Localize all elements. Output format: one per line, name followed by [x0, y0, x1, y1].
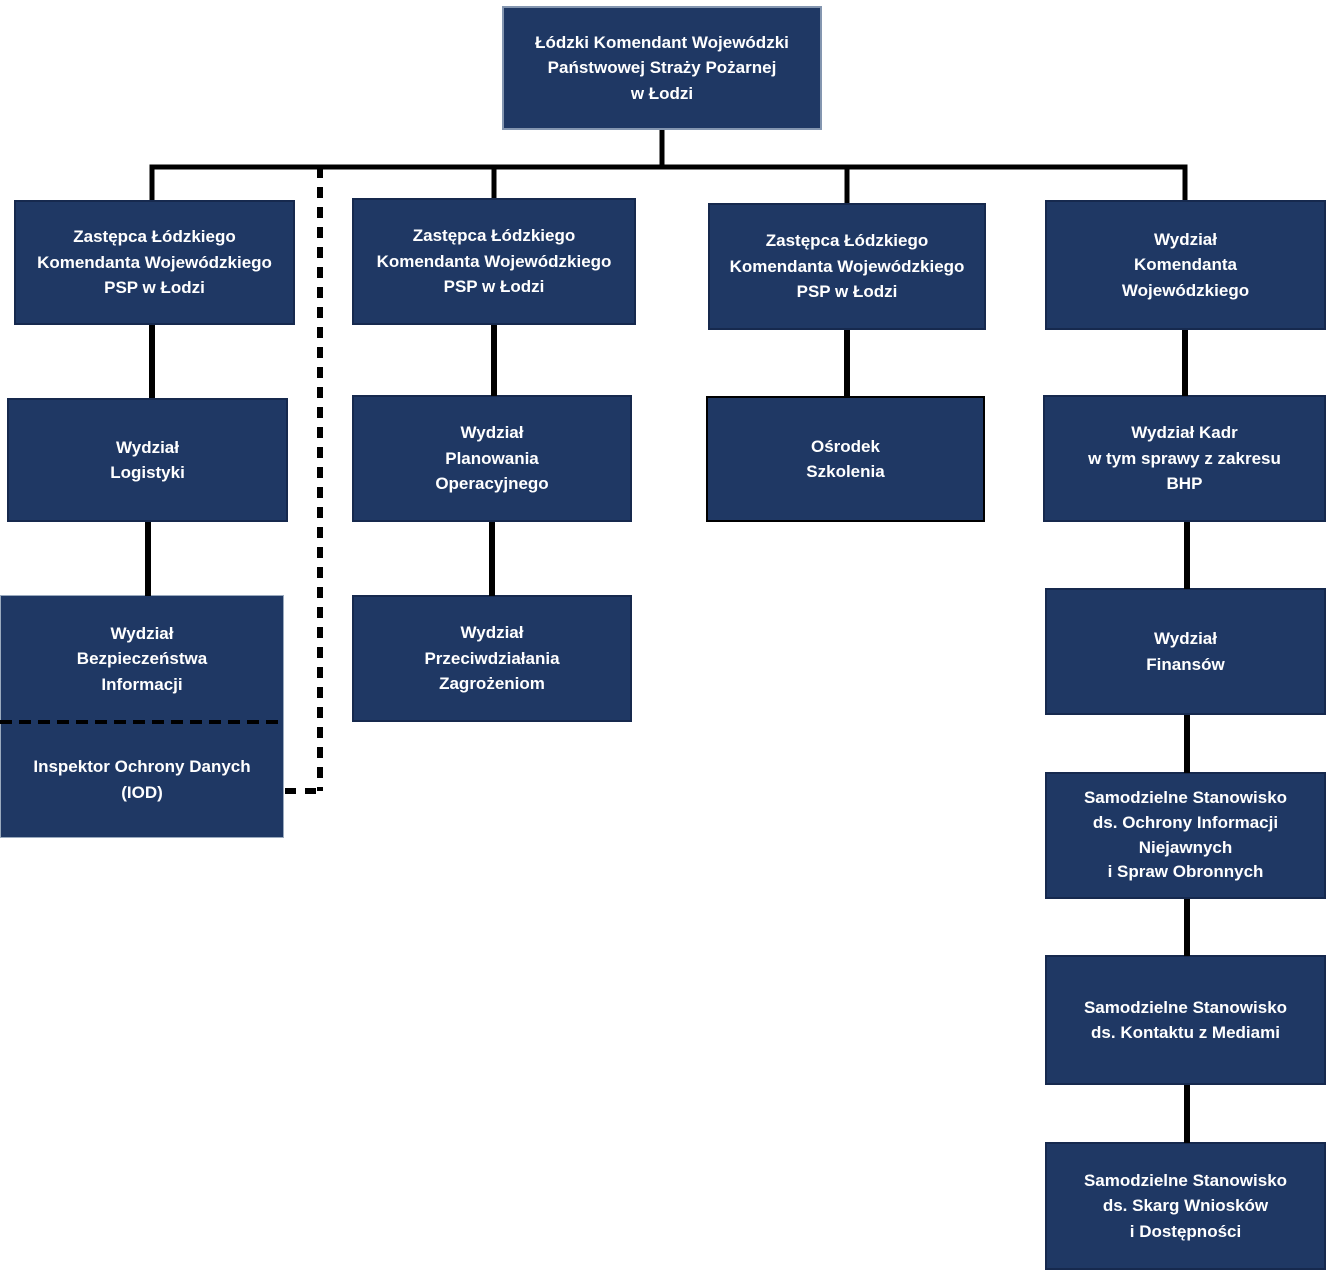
org-node-finance: Wydział Finansów: [1045, 588, 1326, 715]
org-node-infosec-label: Wydział Bezpieczeństwa Informacji: [76, 623, 208, 694]
org-node-classified: Samodzielne Stanowisko ds. Ochrony Infor…: [1045, 772, 1326, 899]
org-node-hr-label: Wydział Kadr w tym sprawy z zakresu BHP: [1088, 423, 1281, 494]
org-node-wkw-label: Wydział Komendanta Wojewódzkiego: [1121, 229, 1250, 300]
org-node-logistics-label: Wydział Logistyki: [110, 437, 185, 483]
org-node-logistics: Wydział Logistyki: [7, 398, 288, 522]
org-node-finance-label: Wydział Finansów: [1146, 629, 1225, 674]
org-node-op-planning: Wydział Planowania Operacyjnego: [352, 395, 632, 522]
org-node-complaints-label: Samodzielne Stanowisko ds. Skarg Wnioskó…: [1083, 1170, 1288, 1241]
org-node-root: Łódzki Komendant Wojewódzki Państwowej S…: [502, 6, 822, 130]
org-node-deputy2-label: Zastępca Łódzkiego Komendanta Wojewódzki…: [376, 226, 612, 297]
org-node-counteraction: Wydział Przeciwdziałania Zagrożeniom: [352, 595, 632, 722]
org-node-wkw: Wydział Komendanta Wojewódzkiego: [1045, 200, 1326, 330]
org-node-iod: Inspektor Ochrony Danych (IOD): [0, 722, 284, 838]
org-node-deputy3: Zastępca Łódzkiego Komendanta Wojewódzki…: [708, 203, 986, 330]
org-node-media-label: Samodzielne Stanowisko ds. Kontaktu z Me…: [1083, 997, 1288, 1043]
org-node-deputy3-label: Zastępca Łódzkiego Komendanta Wojewódzki…: [729, 231, 965, 302]
org-node-classified-label: Samodzielne Stanowisko ds. Ochrony Infor…: [1083, 788, 1288, 882]
org-node-iod-label: Inspektor Ochrony Danych (IOD): [33, 757, 251, 802]
org-node-infosec: Wydział Bezpieczeństwa Informacji: [0, 595, 284, 722]
org-node-training: Ośrodek Szkolenia: [706, 396, 985, 522]
org-node-media: Samodzielne Stanowisko ds. Kontaktu z Me…: [1045, 955, 1326, 1085]
org-node-hr: Wydział Kadr w tym sprawy z zakresu BHP: [1043, 395, 1326, 522]
org-node-deputy2: Zastępca Łódzkiego Komendanta Wojewódzki…: [352, 198, 636, 325]
org-node-training-label: Ośrodek Szkolenia: [806, 436, 885, 482]
org-node-deputy1: Zastępca Łódzkiego Komendanta Wojewódzki…: [14, 200, 295, 325]
org-node-counteraction-label: Wydział Przeciwdziałania Zagrożeniom: [424, 623, 560, 694]
org-node-root-label: Łódzki Komendant Wojewódzki Państwowej S…: [535, 32, 789, 103]
org-node-deputy1-label: Zastępca Łódzkiego Komendanta Wojewódzki…: [37, 227, 272, 298]
org-node-complaints: Samodzielne Stanowisko ds. Skarg Wnioskó…: [1045, 1142, 1326, 1270]
org-node-op-planning-label: Wydział Planowania Operacyjnego: [435, 423, 549, 494]
